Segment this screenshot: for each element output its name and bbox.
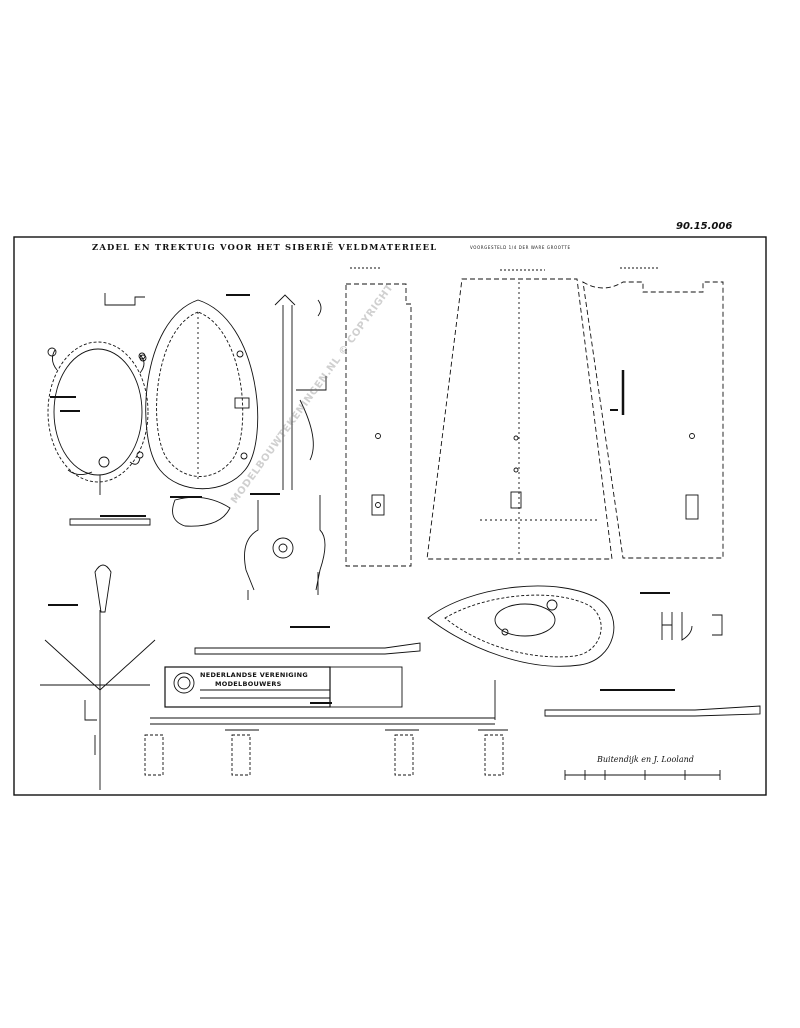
hames-part bbox=[244, 495, 326, 600]
saddle-flap-left bbox=[345, 283, 412, 567]
drawing-title: ZADEL EN TREKTUIG VOOR HET SIBERIË VELDM… bbox=[92, 242, 438, 252]
saddle-seat-plan bbox=[427, 585, 615, 667]
swingle-tree bbox=[40, 564, 156, 790]
drawing-border bbox=[13, 236, 767, 796]
saddle-blanket bbox=[426, 278, 613, 560]
saddle-top-view bbox=[136, 299, 259, 490]
saddle-flap-right bbox=[582, 281, 724, 559]
scale-bar bbox=[564, 770, 721, 780]
drawing-number: 90.15.006 bbox=[676, 221, 733, 232]
saddle-side-view bbox=[47, 341, 149, 495]
buckle-part bbox=[172, 496, 231, 527]
bracket-part bbox=[104, 293, 145, 306]
trace-strap bbox=[274, 294, 327, 490]
drawing-subtitle: VOORGESTELD 1/4 DER WARE GROOTTE bbox=[470, 245, 571, 250]
draw-bar bbox=[194, 642, 421, 655]
pole-part bbox=[544, 705, 761, 717]
strap-part bbox=[69, 518, 151, 526]
stamp-line-1: NEDERLANDSE VERENIGING bbox=[200, 671, 309, 679]
stamp-line-2: MODELBOUWERS bbox=[215, 680, 282, 688]
title-stamp-box bbox=[164, 666, 403, 708]
signature: Buitendijk en J. Looland bbox=[597, 755, 694, 764]
coupling-row bbox=[144, 680, 508, 776]
fittings-right bbox=[661, 612, 723, 641]
